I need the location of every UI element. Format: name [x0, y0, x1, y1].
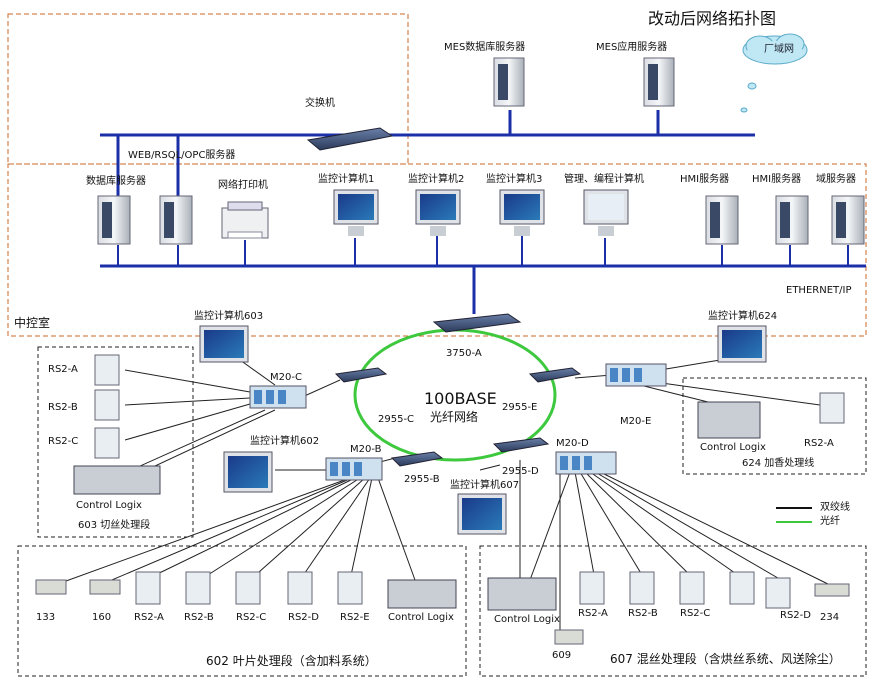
- monitor-602-label: 监控计算机602: [250, 436, 320, 447]
- m20d-label: M20-D: [556, 438, 589, 449]
- m20e-rack-icon: [605, 363, 667, 387]
- zone603-caption: 603 切丝处理段: [78, 520, 151, 531]
- monitor-2-label: 监控计算机2: [408, 174, 465, 185]
- monitor-603-label: 监控计算机603: [194, 311, 264, 322]
- control-room-border: [7, 163, 867, 337]
- plc-icons: [73, 401, 761, 611]
- core-switch-label: 3750-A: [446, 348, 482, 359]
- switch-2955c-label: 2955-C: [378, 414, 415, 425]
- legend-twisted-label: 双绞线: [820, 502, 850, 513]
- legend-fiber-label: 光纤: [820, 516, 840, 527]
- printer-icon: [221, 201, 269, 239]
- mgmt-label: 管理、编程计算机: [564, 174, 644, 185]
- monitor-607-label: 监控计算机607: [450, 480, 520, 491]
- zone602-rs-d: RS2-D: [288, 612, 319, 623]
- zone607-d609: 609: [552, 650, 572, 661]
- diagram-title: 改动后网络拓扑图: [648, 9, 777, 28]
- zone607-caption: 607 混丝处理段（含烘丝系统、风送除尘）: [610, 652, 841, 666]
- zone603-rs-a: RS2-A: [48, 364, 78, 375]
- hmi-server-2-label: HMI服务器: [752, 174, 802, 185]
- switch-2955d-icon: [492, 437, 550, 453]
- mes-app-label: MES应用服务器: [596, 42, 668, 53]
- monitor-2-icon: [415, 189, 461, 236]
- top-zone-border: [7, 13, 409, 165]
- zone624-rs-a: RS2-A: [804, 438, 834, 449]
- zone607-rs-b: RS2-B: [628, 608, 658, 619]
- monitor-602-icon: [223, 451, 273, 493]
- mes-db-label: MES数据库服务器: [444, 42, 526, 53]
- monitor-603-icon: [199, 325, 249, 363]
- monitor-624-icon: [717, 325, 767, 363]
- mes-db-server-icon: [493, 57, 525, 107]
- switch-2955b-label: 2955-B: [404, 474, 440, 485]
- rs2-device-icons: [94, 354, 845, 609]
- switch-label: 交换机: [305, 98, 335, 109]
- zone603-rs-c: RS2-C: [48, 436, 79, 447]
- mgmt-monitor-icon: [583, 189, 629, 236]
- zone602-rs-a: RS2-A: [134, 612, 164, 623]
- zone602-rs-c: RS2-C: [236, 612, 267, 623]
- m20c-label: M20-C: [270, 372, 302, 383]
- web-server-label: WEB/RSQL/OPC服务器: [128, 150, 236, 161]
- mes-app-server-icon: [643, 57, 675, 107]
- switch-2955c-icon: [334, 367, 388, 383]
- ring-label-2: 光纤网络: [430, 410, 479, 424]
- monitor-624-label: 监控计算机624: [708, 311, 778, 322]
- zone-602-border: [17, 545, 467, 677]
- zone607-d234: 234: [820, 612, 840, 623]
- zone-624-border: [682, 377, 867, 475]
- zone602-d160: 160: [92, 612, 112, 623]
- switch-2955e-icon: [528, 367, 582, 383]
- zone624-plc: Control Logix: [700, 442, 766, 453]
- zone602-rs-e: RS2-E: [340, 612, 370, 623]
- m20e-label: M20-E: [620, 416, 652, 427]
- db-server-icon-1: [97, 195, 131, 245]
- zone602-d133: 133: [36, 612, 56, 623]
- zone603-plc: Control Logix: [76, 500, 142, 511]
- ring-label-1: 100BASE: [424, 389, 497, 408]
- db-server-icon-2: [159, 195, 193, 245]
- monitor-607-icon: [457, 493, 507, 535]
- drive-device-icons: [35, 579, 850, 645]
- zone624-caption: 624 加香处理线: [742, 458, 815, 469]
- ethernet-label: ETHERNET/IP: [786, 285, 852, 296]
- monitor-3-icon: [499, 189, 545, 236]
- zone602-caption: 602 叶片处理段（含加料系统）: [206, 654, 377, 668]
- m20b-label: M20-B: [350, 444, 382, 455]
- zone607-rs-d: RS2-D: [780, 610, 811, 621]
- zone602-plc: Control Logix: [388, 612, 454, 623]
- zone607-plc: Control Logix: [494, 614, 560, 625]
- db-server-label: 数据库服务器: [86, 176, 146, 187]
- hmi-server-icon-1: [705, 195, 739, 245]
- monitor-1-icon: [333, 189, 379, 236]
- zone607-rs-a: RS2-A: [578, 608, 608, 619]
- zone607-rs-c: RS2-C: [680, 608, 711, 619]
- monitor-3-label: 监控计算机3: [486, 174, 543, 185]
- control-room-label: 中控室: [14, 316, 51, 330]
- zone-607-border: [479, 545, 867, 677]
- switch-2955b-icon: [390, 451, 444, 467]
- printer-label: 网络打印机: [218, 180, 268, 191]
- wan-cloud-icon: [740, 33, 808, 113]
- top-switch-icon: [306, 127, 394, 151]
- switch-2955e-label: 2955-E: [502, 402, 538, 413]
- cloud-label: 厂域网: [764, 44, 794, 55]
- m20b-rack-icon: [325, 457, 383, 481]
- zone603-rs-b: RS2-B: [48, 402, 78, 413]
- monitor-1-label: 监控计算机1: [318, 174, 375, 185]
- m20c-rack-icon: [249, 385, 307, 409]
- m20d-rack-icon: [555, 451, 617, 475]
- domain-server-label: 域服务器: [816, 174, 856, 185]
- core-switch-3750-icon: [432, 313, 522, 333]
- zone-603-border: [37, 346, 194, 538]
- hmi-server-1-label: HMI服务器: [680, 174, 730, 185]
- hmi-server-icon-2: [775, 195, 809, 245]
- switch-2955d-label: 2955-D: [502, 466, 539, 477]
- zone602-rs-b: RS2-B: [184, 612, 214, 623]
- domain-server-icon: [831, 195, 865, 245]
